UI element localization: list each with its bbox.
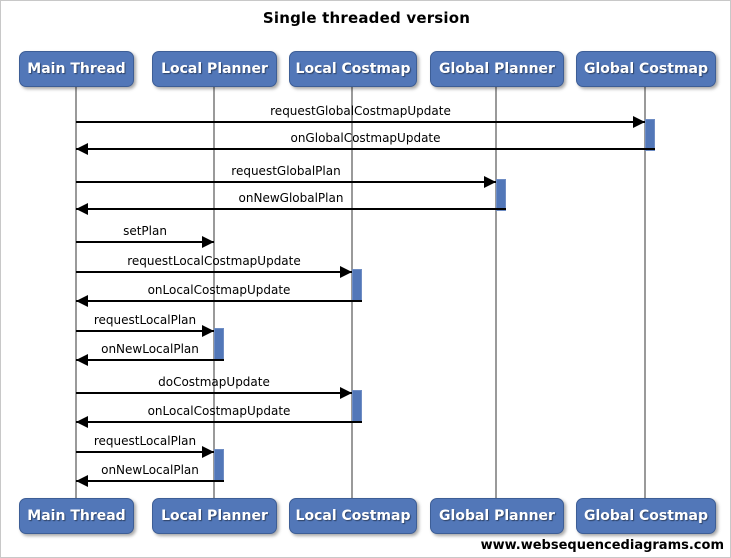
message-line	[76, 480, 224, 482]
arrow-head-left-icon	[76, 143, 88, 155]
message-line	[76, 421, 362, 423]
actor-box-global-costmap-bottom[interactable]: Global Costmap	[576, 498, 716, 534]
activation-bar-global-costmap	[645, 119, 655, 151]
message-line	[76, 121, 645, 123]
message-line	[76, 300, 362, 302]
arrow-head-left-icon	[76, 416, 88, 428]
arrow-head-right-icon	[202, 325, 214, 337]
message-label: onLocalCostmapUpdate	[147, 404, 291, 418]
message-line	[76, 359, 224, 361]
actor-box-local-planner-top[interactable]: Local Planner	[152, 51, 277, 87]
arrow-head-left-icon	[76, 354, 88, 366]
message-label: onNewLocalPlan	[101, 463, 199, 477]
arrow-head-right-icon	[484, 176, 496, 188]
message-line	[76, 241, 214, 243]
message-label: requestLocalPlan	[93, 313, 197, 327]
message-label: onNewGlobalPlan	[238, 191, 344, 205]
actor-box-global-costmap-top[interactable]: Global Costmap	[576, 51, 716, 87]
arrow-head-right-icon	[633, 116, 645, 128]
watermark-footer: www.websequencediagrams.com	[480, 538, 724, 553]
page-title: Single threaded version	[262, 9, 471, 27]
actor-box-global-planner-top[interactable]: Global Planner	[430, 51, 564, 87]
message-line	[76, 330, 214, 332]
message-label: onNewLocalPlan	[101, 342, 199, 356]
arrow-head-right-icon	[202, 236, 214, 248]
actor-box-local-planner-bottom[interactable]: Local Planner	[152, 498, 277, 534]
arrow-head-left-icon	[76, 203, 88, 215]
lifeline-main-thread	[75, 87, 77, 499]
message-label: requestLocalPlan	[93, 434, 197, 448]
actor-box-main-thread-top[interactable]: Main Thread	[19, 51, 134, 87]
arrow-head-left-icon	[76, 475, 88, 487]
message-line	[76, 392, 352, 394]
arrow-head-right-icon	[202, 446, 214, 458]
arrow-head-right-icon	[340, 266, 352, 278]
message-label: onGlobalCostmapUpdate	[290, 131, 441, 145]
message-line	[76, 181, 496, 183]
message-label: onLocalCostmapUpdate	[147, 283, 291, 297]
arrow-head-right-icon	[340, 387, 352, 399]
lifeline-local-planner	[213, 87, 215, 499]
arrow-head-left-icon	[76, 295, 88, 307]
actor-box-local-costmap-top[interactable]: Local Costmap	[289, 51, 417, 87]
message-line	[76, 148, 655, 150]
actor-box-global-planner-bottom[interactable]: Global Planner	[430, 498, 564, 534]
message-label: requestLocalCostmapUpdate	[127, 254, 301, 268]
message-label: setPlan	[123, 224, 167, 238]
message-line	[76, 451, 214, 453]
actor-box-main-thread-bottom[interactable]: Main Thread	[19, 498, 134, 534]
message-line	[76, 208, 506, 210]
lifeline-global-planner	[495, 87, 497, 499]
lifeline-global-costmap	[644, 87, 646, 499]
message-label: requestGlobalCostmapUpdate	[270, 104, 451, 118]
message-label: requestGlobalPlan	[231, 164, 341, 178]
actor-box-local-costmap-bottom[interactable]: Local Costmap	[289, 498, 417, 534]
activation-bar-global-planner	[496, 179, 506, 211]
message-line	[76, 271, 352, 273]
message-label: doCostmapUpdate	[158, 375, 270, 389]
